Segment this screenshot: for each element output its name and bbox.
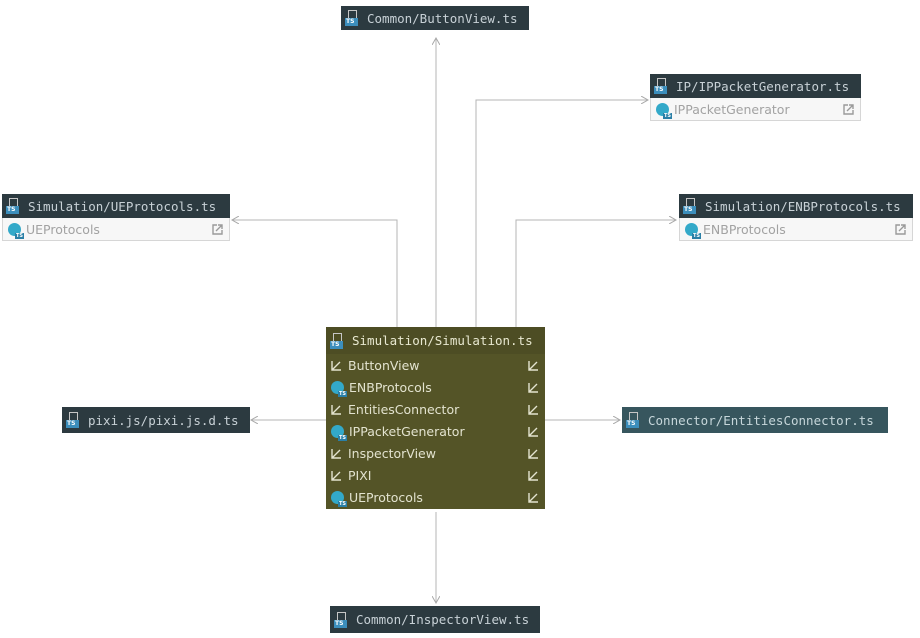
typescript-file-icon: TS [654, 78, 669, 94]
import-arrow-icon [331, 470, 341, 481]
typescript-class-icon [331, 424, 347, 441]
member-list: IPPacketGenerator [650, 98, 861, 121]
node-title: Common/ButtonView.ts [367, 10, 518, 26]
import-arrow-icon [331, 360, 341, 371]
jump-to-source-icon[interactable] [895, 223, 906, 235]
node-header: TS IP/IPPacketGenerator.ts [650, 74, 861, 98]
navigate-icon[interactable] [527, 491, 539, 503]
member-label: ENBProtocols [349, 379, 432, 395]
member-label: PIXI [348, 467, 372, 483]
member-label: UEProtocols [26, 221, 100, 237]
member-label: ENBProtocols [703, 221, 786, 237]
node-title: Simulation/Simulation.ts [352, 333, 533, 348]
member-label: ButtonView [348, 357, 420, 373]
typescript-file-icon: TS [66, 412, 81, 428]
member-row[interactable]: UEProtocols [3, 218, 229, 240]
edge-to-ip-packet-generator [475, 100, 648, 327]
typescript-file-icon: TS [345, 10, 360, 26]
node-title: IP/IPPacketGenerator.ts [676, 78, 850, 94]
member-row[interactable]: IPPacketGenerator [326, 420, 545, 442]
node-header: TS Simulation/UEProtocols.ts [2, 194, 230, 218]
member-row[interactable]: ButtonView [326, 354, 545, 376]
member-row[interactable]: UEProtocols [326, 486, 545, 508]
node-header: TS Common/ButtonView.ts [341, 6, 529, 30]
typescript-class-icon [331, 380, 347, 397]
typescript-class-icon [8, 222, 24, 239]
member-row[interactable]: InspectorView [326, 442, 545, 464]
member-row[interactable]: ENBProtocols [680, 218, 912, 240]
navigate-icon[interactable] [527, 359, 539, 371]
member-label: IPPacketGenerator [349, 423, 465, 439]
member-label: InspectorView [348, 445, 436, 461]
import-arrow-icon [331, 404, 341, 415]
typescript-file-icon: TS [683, 198, 698, 214]
node-enb-protocols[interactable]: TS Simulation/ENBProtocols.ts ENBProtoco… [679, 194, 913, 241]
typescript-file-icon: TS [6, 198, 21, 214]
jump-to-source-icon[interactable] [212, 223, 223, 235]
typescript-class-icon [656, 102, 672, 119]
member-label: EntitiesConnector [348, 401, 460, 417]
node-entities-connector[interactable]: TS Connector/EntitiesConnector.ts [622, 407, 888, 433]
node-header: TS Connector/EntitiesConnector.ts [622, 407, 888, 433]
node-title: Simulation/UEProtocols.ts [28, 198, 217, 214]
typescript-class-icon [685, 222, 701, 239]
member-row[interactable]: IPPacketGenerator [651, 98, 860, 120]
node-title: Simulation/ENBProtocols.ts [705, 198, 901, 214]
edge-to-ue-protocols [232, 220, 398, 327]
node-button-view[interactable]: TS Common/ButtonView.ts [341, 6, 529, 30]
typescript-file-icon: TS [334, 611, 349, 628]
member-label: IPPacketGenerator [674, 101, 790, 117]
node-pixi[interactable]: TS pixi.js/pixi.js.d.ts [62, 407, 250, 433]
navigate-icon[interactable] [527, 403, 539, 415]
node-ue-protocols[interactable]: TS Simulation/UEProtocols.ts UEProtocols [2, 194, 230, 241]
typescript-file-icon: TS [330, 332, 345, 349]
navigate-icon[interactable] [527, 469, 539, 481]
edge-to-enb-protocols [515, 220, 676, 327]
member-list: UEProtocols [2, 218, 230, 241]
member-row[interactable]: PIXI [326, 464, 545, 486]
member-row[interactable]: ENBProtocols [326, 376, 545, 398]
member-label: UEProtocols [349, 489, 423, 505]
member-list: ENBProtocols [679, 218, 913, 241]
node-ip-packet-generator[interactable]: TS IP/IPPacketGenerator.ts IPPacketGener… [650, 74, 861, 121]
member-list: ButtonView ENBProtocols EntitiesConnecto… [326, 354, 545, 509]
navigate-icon[interactable] [527, 425, 539, 437]
node-header: TS pixi.js/pixi.js.d.ts [62, 407, 250, 433]
node-header: TS Simulation/Simulation.ts [326, 327, 545, 354]
member-row[interactable]: EntitiesConnector [326, 398, 545, 420]
typescript-file-icon: TS [626, 412, 641, 428]
node-simulation[interactable]: TS Simulation/Simulation.ts ButtonView E… [326, 327, 545, 509]
node-header: TS Common/InspectorView.ts [330, 606, 540, 633]
navigate-icon[interactable] [527, 447, 539, 459]
node-title: Connector/EntitiesConnector.ts [648, 412, 874, 428]
typescript-class-icon [331, 490, 347, 507]
node-title: pixi.js/pixi.js.d.ts [88, 412, 239, 428]
node-title: Common/InspectorView.ts [356, 612, 530, 627]
navigate-icon[interactable] [527, 381, 539, 393]
jump-to-source-icon[interactable] [843, 103, 854, 115]
import-arrow-icon [331, 448, 341, 459]
node-inspector-view[interactable]: TS Common/InspectorView.ts [330, 606, 540, 633]
node-header: TS Simulation/ENBProtocols.ts [679, 194, 913, 218]
